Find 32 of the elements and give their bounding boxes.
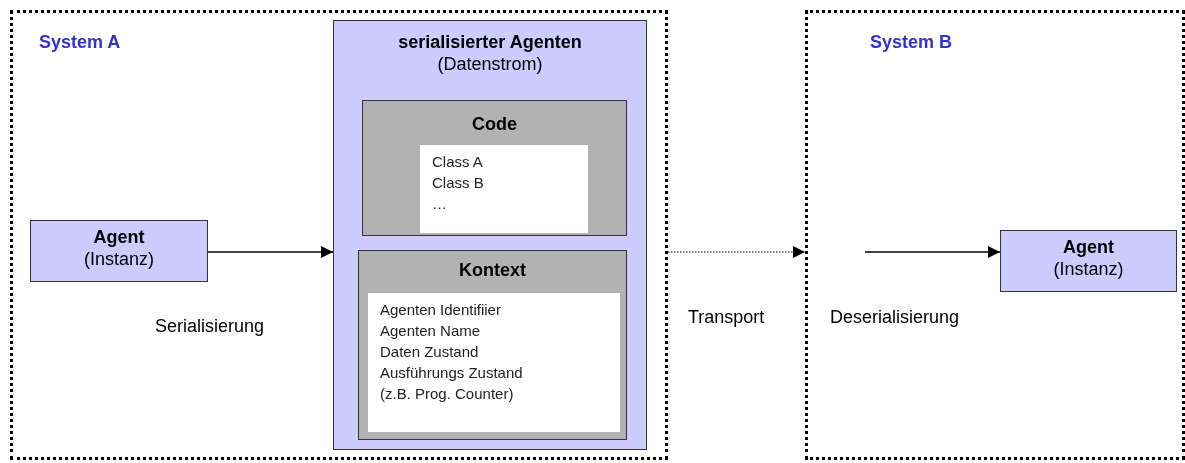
list-item: Agenten Identifiier bbox=[380, 300, 502, 320]
edge-label: Serialisierung bbox=[155, 316, 265, 337]
system-title: System A bbox=[39, 32, 121, 53]
section-panel bbox=[362, 100, 627, 236]
list-item: Class B bbox=[432, 173, 485, 193]
subtitle: (Instanz) bbox=[83, 248, 155, 270]
list-item: Ausführungs Zustand bbox=[380, 363, 524, 383]
heading: Agent bbox=[1062, 236, 1115, 258]
list-panel bbox=[420, 145, 588, 233]
heading: Agent bbox=[92, 226, 146, 248]
list-item: … bbox=[432, 194, 448, 214]
arrow bbox=[864, 246, 1001, 258]
arrow bbox=[667, 246, 806, 258]
section-panel bbox=[358, 250, 627, 440]
agent-box bbox=[1000, 230, 1177, 292]
list-item: Daten Zustand bbox=[380, 342, 480, 362]
agent-box bbox=[333, 20, 647, 450]
list-item: Agenten Name bbox=[380, 321, 482, 341]
subtitle: (Instanz) bbox=[1052, 258, 1125, 280]
heading: Code bbox=[471, 113, 518, 135]
list-panel bbox=[368, 293, 620, 432]
subtitle: (Datenstrom) bbox=[436, 53, 544, 75]
arrow bbox=[207, 246, 334, 258]
system-title: System B bbox=[870, 32, 953, 53]
system-frame bbox=[10, 10, 668, 460]
edge-label: Deserialisierung bbox=[830, 307, 960, 328]
heading: Kontext bbox=[458, 259, 527, 281]
heading: serialisierter Agenten bbox=[397, 31, 583, 53]
list-item: (z.B. Prog. Counter) bbox=[380, 384, 515, 404]
edge-label: Transport bbox=[688, 307, 765, 328]
agent-box bbox=[30, 220, 208, 282]
list-item: Class A bbox=[432, 152, 484, 172]
